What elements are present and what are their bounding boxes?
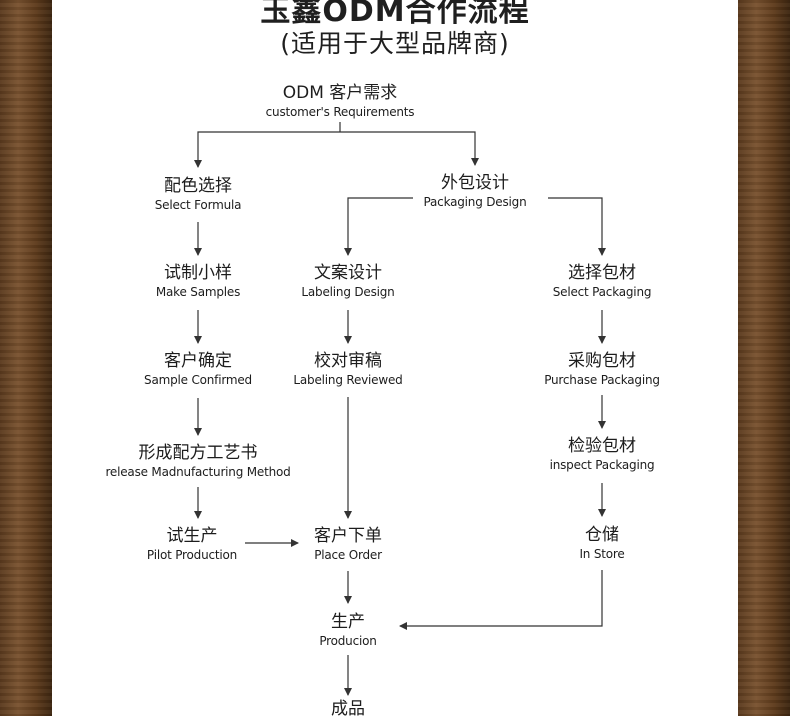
node-label-en: Purchase Packaging — [544, 373, 660, 387]
node-pilot-production: 试生产 Pilot Production — [147, 525, 237, 563]
node-label-en: inspect Packaging — [549, 458, 655, 472]
node-label-en: Labeling Design — [301, 285, 395, 299]
node-label-zh: 配色选择 — [164, 176, 232, 196]
diagram-title: 玉鑫ODM合作流程 — [260, 0, 530, 29]
diagram-subtitle: (适用于大型品牌商) — [280, 29, 510, 58]
wood-frame-right — [738, 0, 790, 716]
node-packaging-design: 外包设计 Packaging Design — [424, 172, 527, 210]
node-in-store: 仓储 In Store — [579, 524, 624, 562]
node-label-zh: ODM 客户需求 — [282, 83, 398, 103]
node-label-en: In Store — [579, 547, 625, 561]
node-label-zh: 文案设计 — [314, 263, 382, 283]
node-label-zh: 选择包材 — [568, 263, 636, 283]
node-labeling-design: 文案设计 Labeling Design — [301, 262, 394, 300]
node-label-en: Producion — [319, 634, 377, 648]
paper-background — [52, 0, 738, 716]
node-label-zh: 检验包材 — [567, 436, 636, 456]
node-label-en: release Madnufacturing Method — [105, 465, 291, 479]
connector-pd-to-select-packaging — [548, 197, 606, 256]
node-label-en: Select Formula — [154, 198, 242, 212]
node-label-en: customer's Requirements — [265, 105, 415, 119]
connector-odm-to-formula — [194, 131, 340, 168]
node-label-zh: 采购包材 — [568, 351, 636, 371]
connector-store-to-production — [399, 570, 603, 630]
node-label-zh: 客户下单 — [314, 526, 382, 546]
node-label-en: Sample Confirmed — [144, 373, 252, 387]
node-purchase-packaging: 采购包材 Purchase Packaging — [544, 350, 660, 388]
node-select-packaging: 选择包材 Select Packaging — [553, 262, 652, 300]
node-label-zh: 外包设计 — [441, 173, 509, 193]
node-production: 生产 Producion — [319, 611, 377, 649]
node-label-zh: 生产 — [331, 612, 365, 632]
connector-pd-to-labeling-design — [344, 197, 413, 256]
node-labeling-reviewed: 校对审稿 Labeling Reviewed — [293, 350, 402, 388]
node-manufacturing-method: 形成配方工艺书 release Madnufacturing Method — [105, 442, 290, 480]
node-label-en: Packaging Design — [423, 195, 527, 209]
node-label-en: Labeling Reviewed — [293, 373, 403, 387]
node-sample-confirmed: 客户确定 Sample Confirmed — [144, 350, 252, 388]
node-make-samples: 试制小样 Make Samples — [156, 262, 240, 300]
node-label-en: Place Order — [314, 548, 382, 562]
node-label-zh: 形成配方工艺书 — [138, 443, 258, 463]
node-finished-product: 成品 — [331, 698, 365, 720]
node-label-en: Make Samples — [155, 285, 241, 299]
node-inspect-packaging: 检验包材 inspect Packaging — [550, 435, 655, 473]
connector-odm-to-packaging-design — [340, 131, 479, 166]
node-label-zh: 校对审稿 — [313, 351, 382, 371]
node-label-zh: 试生产 — [166, 526, 218, 546]
node-label-zh: 仓储 — [584, 525, 619, 545]
node-label-zh: 客户确定 — [164, 351, 232, 371]
node-label-zh: 试制小样 — [164, 263, 232, 283]
node-label-zh: 成品 — [331, 699, 365, 719]
node-odm-requirements: ODM 客户需求 customer's Requirements — [266, 82, 415, 120]
node-select-formula: 配色选择 Select Formula — [155, 175, 242, 213]
node-label-en: Select Packaging — [552, 285, 652, 299]
node-label-en: Pilot Production — [146, 548, 238, 562]
node-place-order: 客户下单 Place Order — [314, 525, 382, 563]
wood-frame-left — [0, 0, 52, 716]
